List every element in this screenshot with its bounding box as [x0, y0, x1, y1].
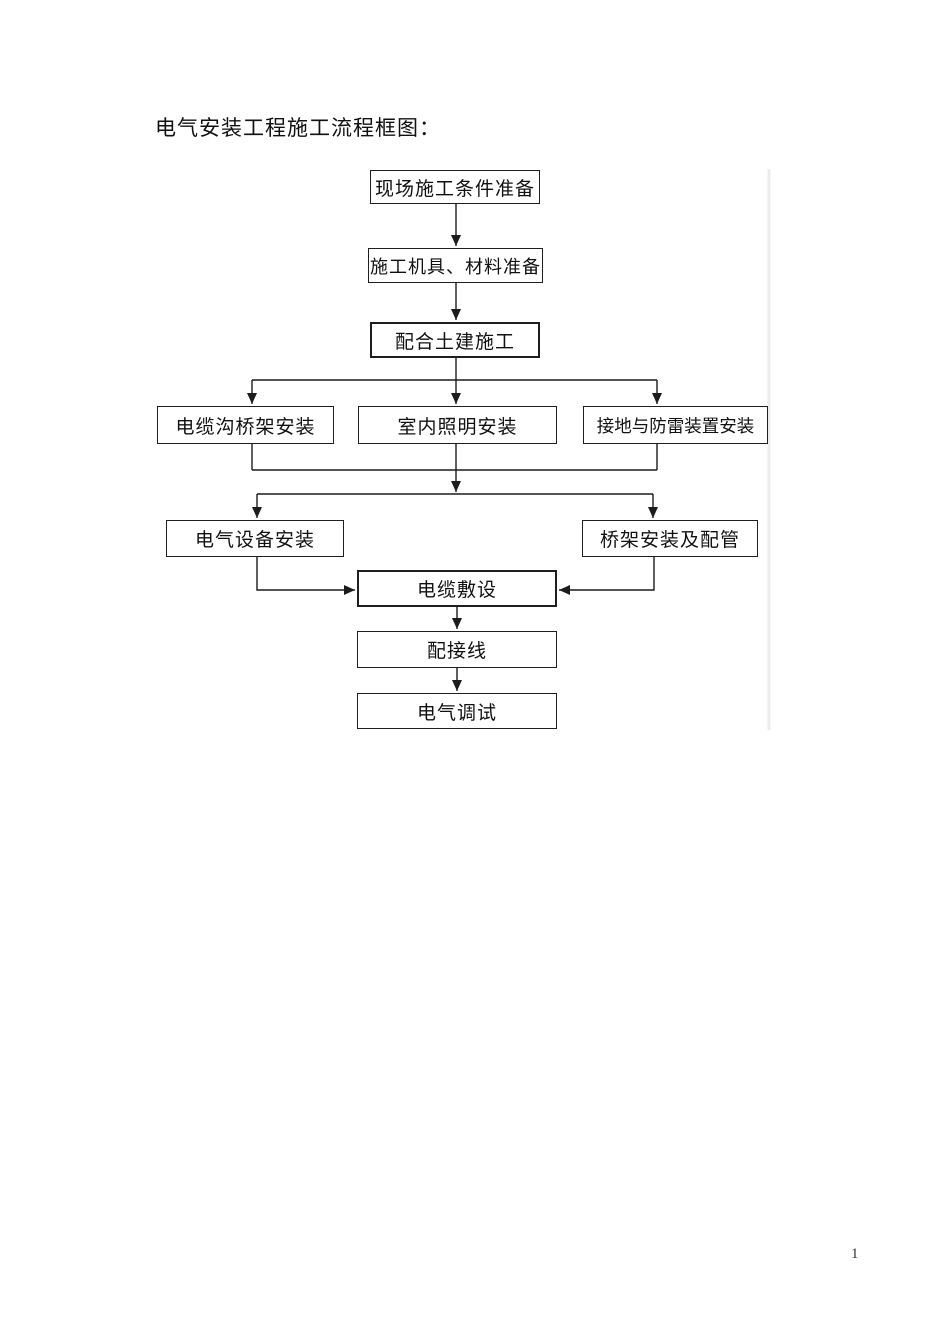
connector-lines	[247, 204, 662, 691]
node-wiring: 配接线	[357, 631, 557, 668]
node-cable-trench-tray: 电缆沟桥架安装	[157, 406, 334, 444]
node-tools-materials: 施工机具、材料准备	[368, 248, 543, 283]
node-grounding-lightning: 接地与防雷装置安装	[583, 406, 768, 444]
page-number: 1	[851, 1246, 859, 1262]
page-title: 电气安装工程施工流程框图：	[155, 116, 441, 140]
node-equipment-install: 电气设备安装	[166, 520, 344, 557]
node-site-prep: 现场施工条件准备	[370, 170, 540, 204]
node-tray-install-piping: 桥架安装及配管	[582, 520, 758, 557]
node-civil-work: 配合土建施工	[370, 322, 540, 358]
node-cable-laying: 电缆敷设	[357, 570, 557, 607]
node-commissioning: 电气调试	[357, 693, 557, 729]
node-indoor-lighting: 室内照明安装	[358, 406, 557, 444]
